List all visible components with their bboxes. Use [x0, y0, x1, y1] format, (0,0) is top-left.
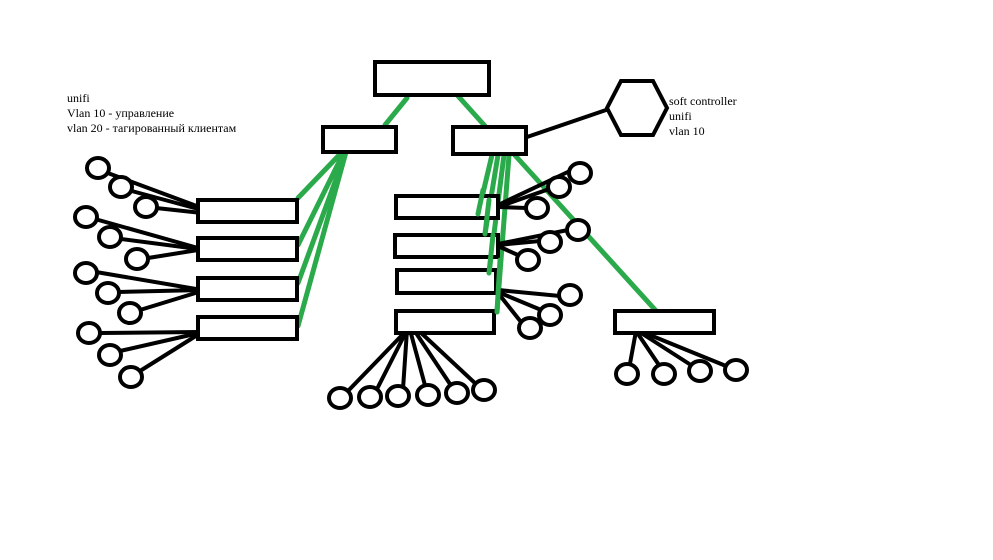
controller-line-2: unifi: [669, 109, 692, 123]
client-node: [537, 303, 563, 327]
right-distribution-switch-box: [451, 125, 528, 156]
uplink-overlays: [475, 187, 503, 315]
root-router-box: [373, 60, 491, 97]
controller-line-3: vlan 10: [669, 124, 705, 138]
right-switch-2-box: [393, 233, 500, 259]
client-node: [357, 385, 383, 409]
right-switch-3-box: [395, 268, 498, 295]
legend-line-2: Vlan 10 - управление: [67, 106, 175, 120]
link-left-sw1: [295, 147, 347, 201]
client-node: [95, 281, 121, 305]
left-switch-4-box: [196, 315, 299, 341]
client-node: [97, 225, 123, 249]
client-node: [76, 321, 102, 345]
link-root-right: [455, 93, 488, 129]
client-node: [614, 362, 640, 386]
controller-line-1: soft controller: [669, 94, 737, 108]
right-switch-1-box: [394, 194, 500, 220]
client-node: [97, 343, 123, 367]
client-node: [385, 384, 411, 408]
client-node: [651, 362, 677, 386]
client-node: [687, 359, 713, 383]
client-node: [471, 378, 497, 402]
client-node: [723, 358, 749, 382]
client-node: [73, 205, 99, 229]
client-node: [124, 247, 150, 271]
client-node: [117, 301, 143, 325]
client-node: [118, 365, 144, 389]
soft-controller-hexagon: [604, 79, 670, 137]
far-access-point-box: [613, 309, 716, 335]
client-node: [133, 195, 159, 219]
client-node: [85, 156, 111, 180]
client-node: [524, 196, 550, 220]
legend-line-1: unifi: [67, 91, 90, 105]
client-node: [415, 383, 441, 407]
left-switch-1-box: [196, 198, 299, 224]
client-links: [93, 107, 728, 394]
left-distribution-switch-box: [321, 125, 398, 154]
client-node: [537, 230, 563, 254]
client-node: [517, 316, 543, 340]
link-left-sw4: [295, 149, 349, 329]
switch-boxes: [196, 60, 716, 341]
client-node: [444, 381, 470, 405]
client-node: [515, 248, 541, 272]
client-node: [327, 386, 353, 410]
link-root-left: [382, 95, 410, 128]
client-node: [565, 218, 591, 242]
soft-controller-note: soft controller unifi vlan 10: [669, 94, 737, 139]
client-node: [108, 175, 134, 199]
client-nodes: [73, 156, 749, 410]
left-switch-2-box: [196, 236, 299, 262]
client-node: [546, 175, 572, 199]
client-node: [73, 261, 99, 285]
client-node: [567, 161, 593, 185]
link-left-sw2: [295, 149, 347, 248]
right-switch-4-box: [394, 309, 496, 335]
client-node: [557, 283, 583, 307]
legend-line-3: vlan 20 - тагированный клиентам: [67, 121, 237, 135]
left-switch-3-box: [196, 276, 299, 302]
vlan-legend-note: unifi Vlan 10 - управление vlan 20 - таг…: [67, 91, 236, 136]
